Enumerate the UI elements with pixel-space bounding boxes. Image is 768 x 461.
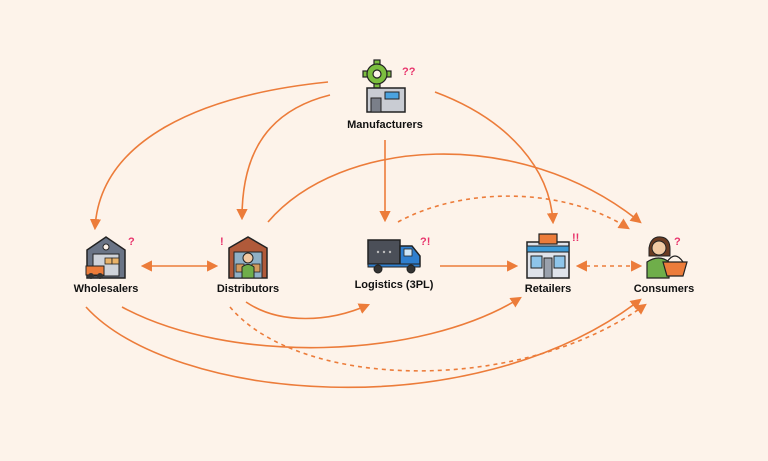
edge-distributors-logistics <box>245 301 371 320</box>
storefront-icon <box>526 233 570 279</box>
node-manufacturers[interactable]: Manufacturers ?? <box>335 59 435 131</box>
manufacturers-mark: ?? <box>402 66 416 78</box>
edge-wholesalers-retailers <box>121 296 522 349</box>
logistics-label: Logistics (3PL) <box>354 279 434 291</box>
edge-logistics-consumers <box>397 195 630 230</box>
node-consumers[interactable]: Consumers ? <box>622 234 706 295</box>
consumers-mark: ? <box>674 236 681 248</box>
edge-manufacturers-distributors <box>236 94 331 221</box>
manufacturers-label: Manufacturers <box>347 119 423 131</box>
warehouse-worker-icon <box>228 236 268 279</box>
node-wholesalers[interactable]: Wholesalers ? <box>64 234 148 295</box>
consumers-label: Consumers <box>633 283 695 295</box>
edge-manufacturers-retailers <box>434 91 559 225</box>
node-distributors[interactable]: Distributors ! <box>206 234 290 295</box>
edge-distributors-consumers <box>267 153 642 224</box>
wholesalers-label: Wholesalers <box>73 283 139 295</box>
node-logistics[interactable]: Logistics (3PL) ?! <box>344 236 444 291</box>
node-retailers[interactable]: Retailers !! <box>506 232 590 295</box>
edge-manufacturers-wholesalers <box>89 81 329 231</box>
delivery-truck-icon <box>367 239 421 274</box>
shopper-basket-icon <box>646 236 688 279</box>
distributors-label: Distributors <box>216 283 280 295</box>
retailers-label: Retailers <box>524 283 572 295</box>
logistics-mark: ?! <box>420 236 431 248</box>
wholesalers-mark: ? <box>128 236 135 248</box>
edge-wholesalers-consumers <box>85 298 642 389</box>
factory-gear-icon <box>362 59 406 113</box>
edge-distributors-consumers-dashed <box>229 303 647 372</box>
distributors-mark: ! <box>220 236 224 248</box>
retailers-mark: !! <box>572 232 580 244</box>
warehouse-truck-icon <box>85 236 126 279</box>
